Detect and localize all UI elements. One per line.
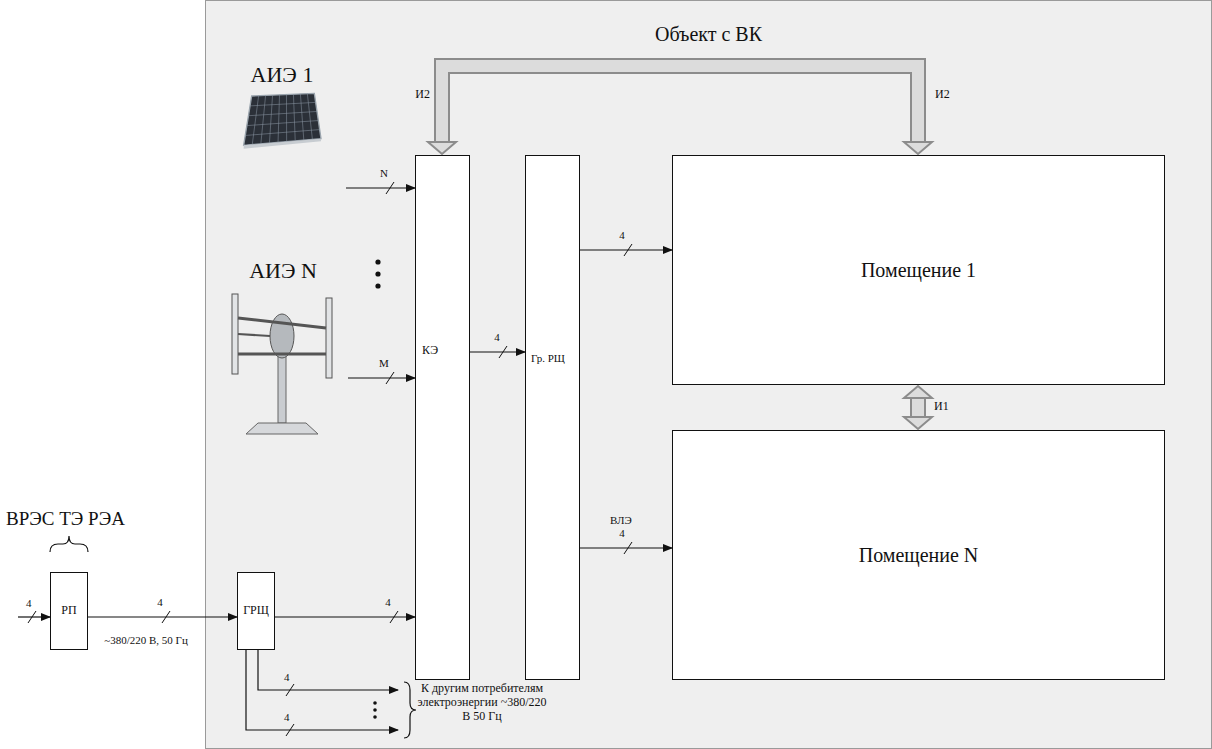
bus-slash [386, 182, 394, 194]
node-label: КЭ [422, 344, 438, 358]
wire-label: 4 [494, 331, 500, 344]
cell-grid [269, 95, 272, 143]
panel-frame [244, 93, 321, 145]
power-line [348, 377, 415, 378]
wire-label: И2 [415, 88, 430, 102]
ellipsis-dot [375, 283, 380, 288]
cell-grid [278, 95, 279, 143]
note-label: К другим потребителям электроэнергии ~38… [416, 682, 548, 723]
switchboard-box: Гр. РЩ [525, 155, 580, 680]
ellipsis-dot [373, 701, 377, 705]
bus-slash [390, 611, 398, 623]
node-label: РП [61, 604, 76, 618]
cell-grid [286, 95, 287, 142]
node-label: АИЭ N [249, 258, 317, 283]
power-line [580, 547, 672, 548]
turbine-blade [326, 298, 332, 378]
note-label: И2 [935, 88, 950, 102]
cell-grid [247, 121, 318, 126]
object-region: Объект с ВК АИЭ 1 АИЭ N КЭ Гр. РЩ Помещение 1… [205, 0, 1212, 749]
node-label: Помещение N [859, 544, 979, 567]
turbine-base [246, 423, 318, 434]
cell-grid [250, 102, 316, 105]
turbine-strut [238, 318, 326, 328]
bus-slash [499, 346, 507, 358]
static-wiring [18, 259, 416, 738]
wire-label: И1 [934, 400, 949, 414]
power-line [88, 616, 237, 617]
wire-label: 4 [619, 527, 625, 540]
info-link-border [910, 397, 926, 418]
info-link-fill [912, 397, 924, 418]
cell-grid [307, 94, 312, 140]
source-node: АИЭ 1 [218, 62, 346, 194]
feeder-line [258, 650, 398, 690]
group-brace [50, 536, 88, 552]
note-label: ВЛЭ [610, 514, 632, 527]
wind-turbine [218, 288, 348, 438]
info-link-border [442, 66, 918, 143]
node-label: Помещение 1 [861, 259, 976, 282]
room-box: Помещение 1 [672, 155, 1165, 385]
cell-grid [261, 95, 266, 143]
wind-turbine [232, 294, 332, 434]
turbine-blade [232, 294, 238, 374]
wire-label: 4 [619, 229, 625, 242]
bus-slash [386, 372, 394, 384]
ellipsis-dot [375, 259, 380, 264]
power-line [580, 249, 672, 250]
cell-grid [252, 96, 258, 145]
wire-label: 4 [157, 596, 163, 609]
bus-slash [286, 684, 294, 696]
bus-slash [624, 244, 632, 256]
bus-slash [624, 542, 632, 554]
converter-box: КЭ [415, 155, 470, 680]
info-arrowhead [904, 386, 932, 398]
group-brace [404, 682, 416, 738]
note-label: 4 [284, 671, 290, 684]
source-node: АИЭ N [218, 258, 348, 436]
input-line [18, 616, 50, 617]
ellipsis-dot [373, 708, 377, 712]
power-line [470, 351, 525, 352]
ellipsis-dot [373, 715, 377, 719]
cell-grid [300, 94, 303, 140]
node-label: Объект с ВК [655, 23, 762, 46]
distribution-box: РП [50, 572, 88, 650]
solar-panel [218, 92, 348, 192]
info-link [904, 386, 932, 429]
node-label: Гр. РЩ [531, 352, 565, 365]
note-label: ~380/220 В, 50 Гц [101, 634, 191, 647]
feeder-line [246, 650, 398, 730]
power-line [346, 187, 415, 188]
turbine-strut [238, 334, 270, 336]
turbine-strut [238, 353, 326, 356]
ellipsis-dot [375, 271, 380, 276]
node-label: ГРЩ [243, 604, 269, 618]
info-link-fill [442, 66, 918, 143]
wire-label: N [380, 167, 388, 180]
info-arrowhead [428, 142, 456, 154]
note-label: ВРЭС ТЭ РЭА [6, 508, 125, 530]
cell-grid [293, 94, 295, 141]
cell-grid [248, 111, 317, 115]
bus-slash [286, 724, 294, 736]
wire-label: 4 [385, 596, 391, 609]
wire-label: M [379, 357, 389, 370]
info-arrowhead [904, 142, 932, 154]
node-label: АИЭ 1 [251, 62, 314, 87]
info-arrowhead [904, 417, 932, 429]
note-label: 4 [284, 711, 290, 724]
bus-slash [28, 611, 36, 623]
solar-panel [244, 93, 321, 148]
info-link [428, 66, 932, 154]
room-box: Помещение N [672, 430, 1165, 680]
note-label: 4 [26, 597, 32, 610]
switchboard-box: ГРЩ [237, 572, 275, 650]
cell-grid [245, 130, 319, 136]
panel-edge [244, 139, 321, 149]
bus-slash [162, 611, 170, 623]
